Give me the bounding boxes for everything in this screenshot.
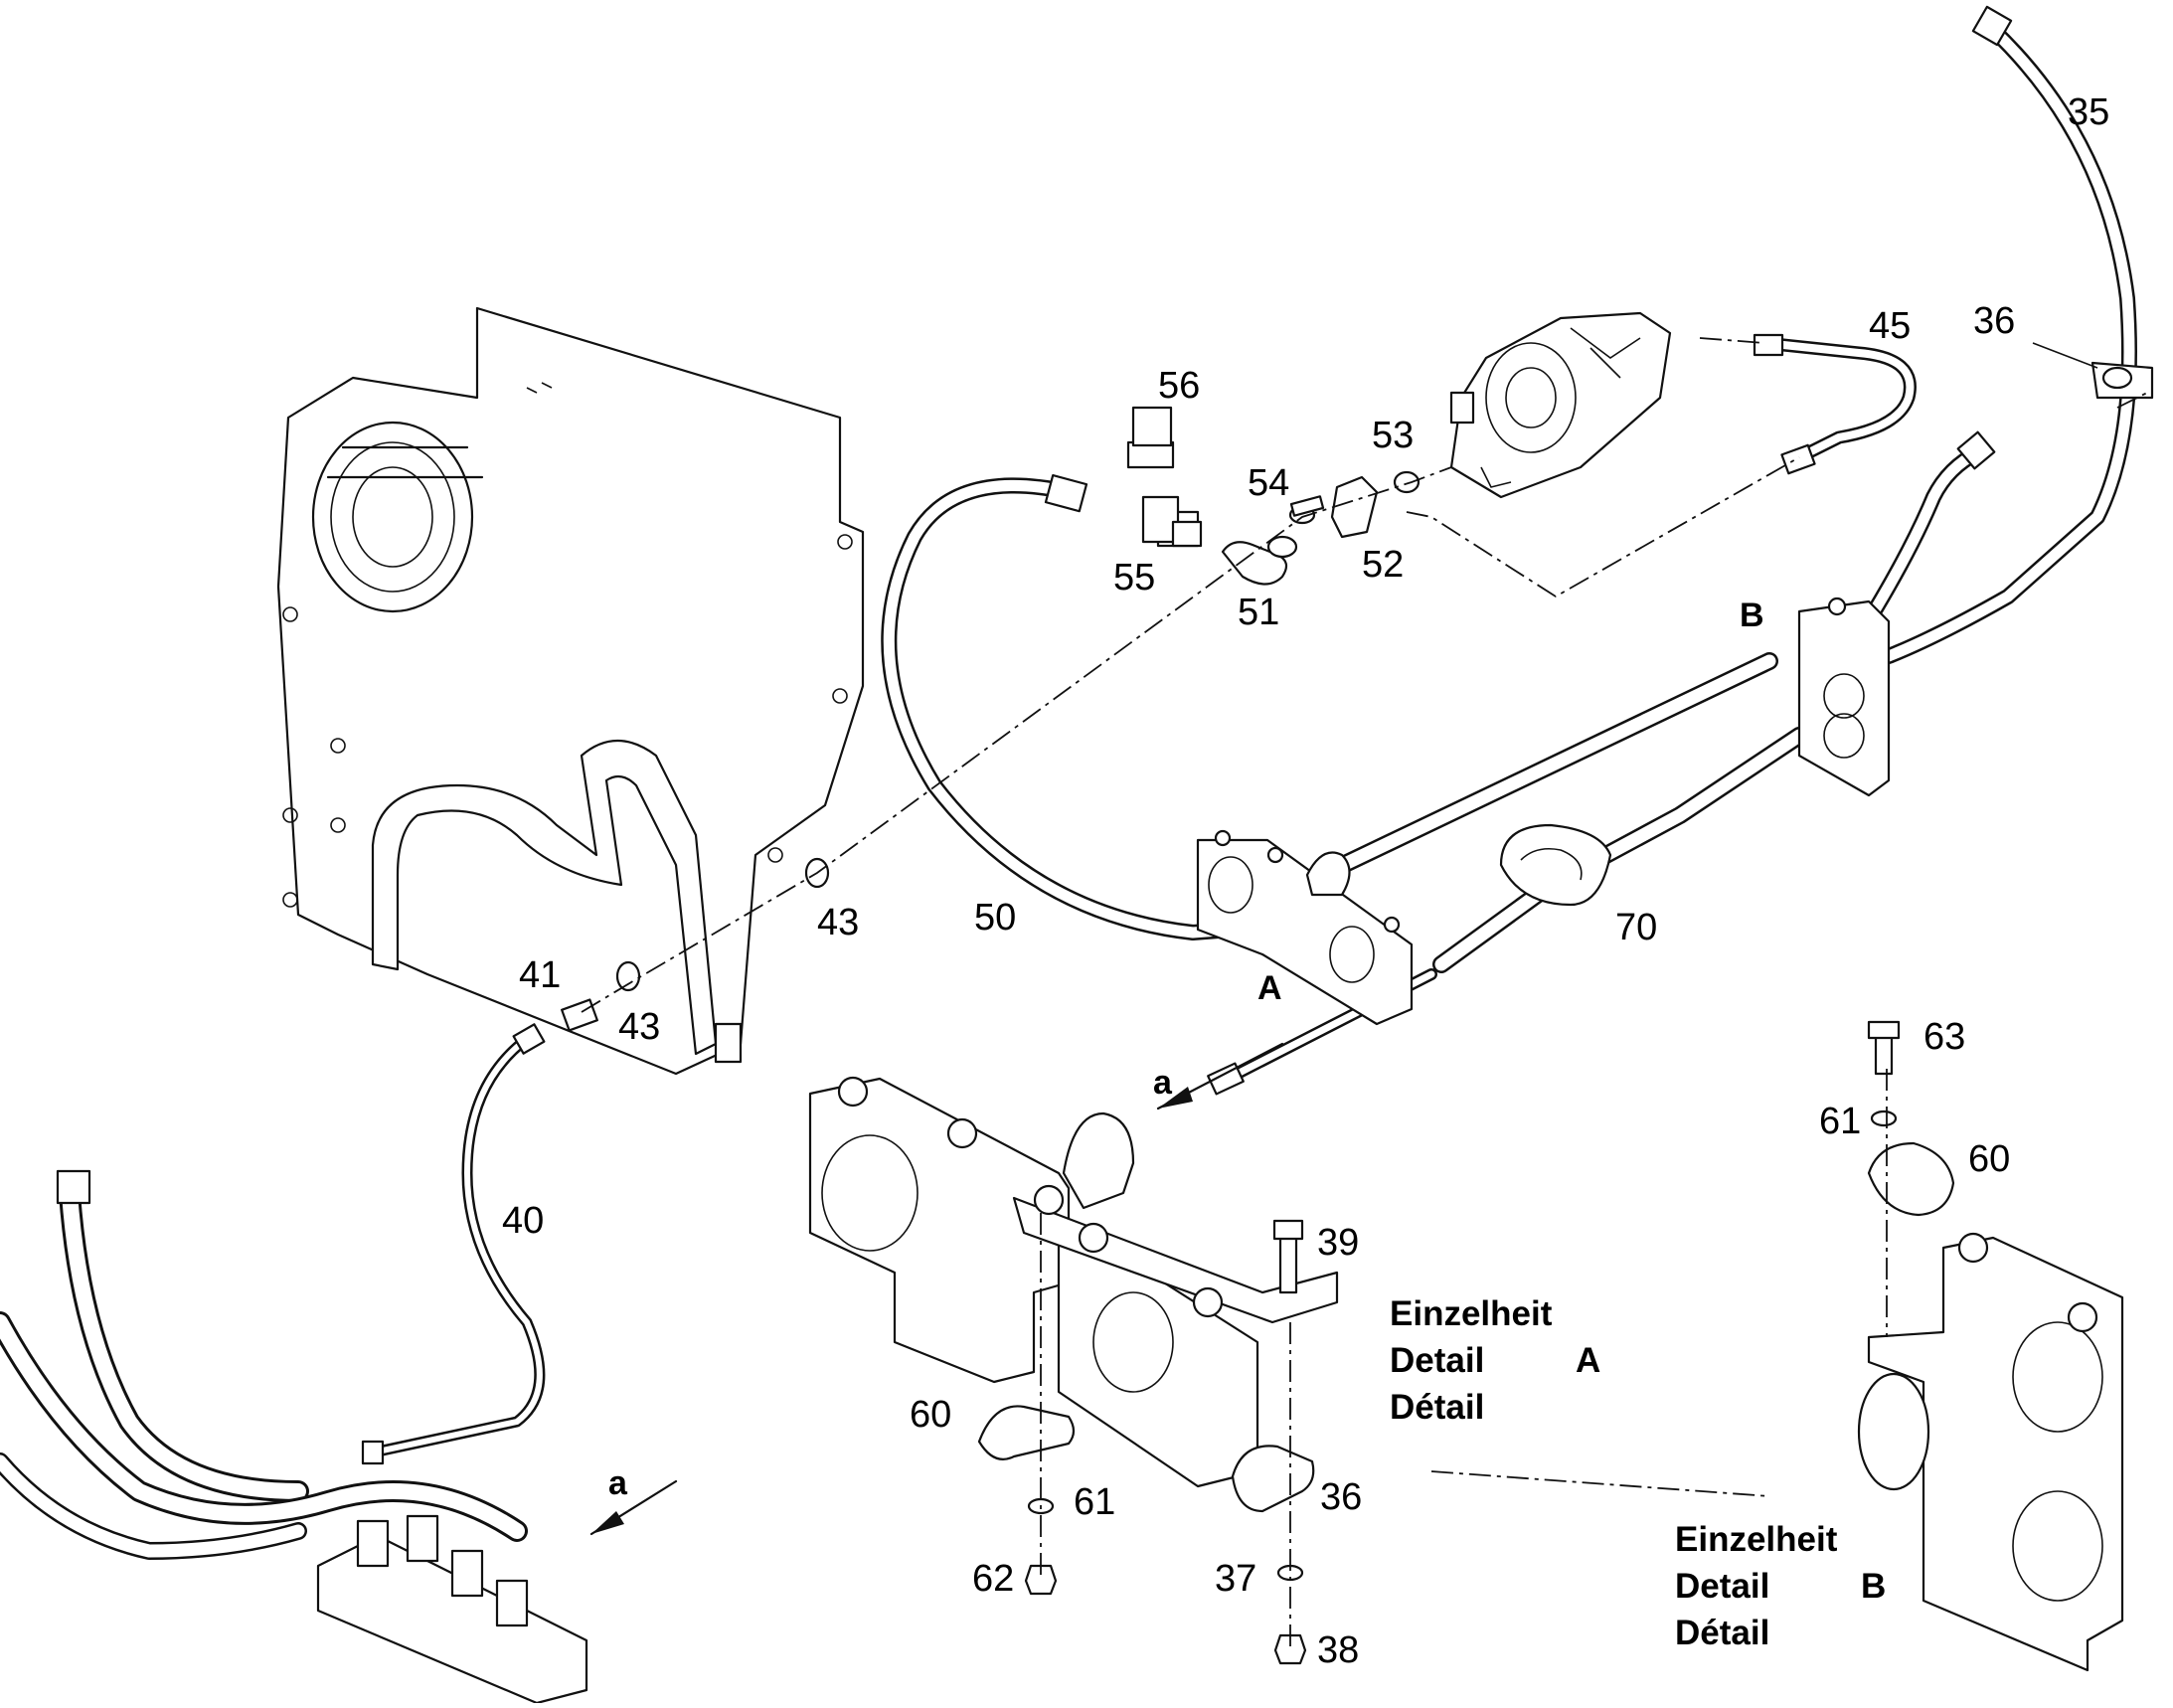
view-letter-a-top: a [1153, 1064, 1173, 1102]
detail-A-line2: Detail [1390, 1341, 1484, 1380]
detail-B-line3: Détail [1675, 1614, 1769, 1652]
clamp-block-A [1196, 829, 1414, 1026]
hose-50 [881, 473, 1305, 940]
label-37: 37 [1215, 1558, 1256, 1600]
centerlines [581, 337, 2148, 1650]
label-35: 35 [2068, 91, 2109, 133]
hose-upper-right [1851, 430, 1996, 644]
label-54: 54 [1248, 462, 1289, 504]
label-41: 41 [519, 954, 561, 996]
label-61-a: 61 [1074, 1481, 1115, 1523]
detail-B-letter: B [1861, 1567, 1886, 1606]
detail-B-caption: Einzelheit Detail B Détail [1675, 1520, 1886, 1652]
label-45: 45 [1869, 305, 1911, 347]
tee-fitting-55 [1126, 406, 1203, 548]
detail-A-caption: Einzelheit Detail A Détail [1390, 1294, 1600, 1427]
hose-40 [361, 1023, 546, 1465]
band-clamp-70 [1499, 823, 1612, 907]
label-38: 38 [1317, 1629, 1359, 1671]
label-40: 40 [502, 1200, 544, 1242]
label-36-a: 36 [1320, 1476, 1362, 1518]
label-36-top: 36 [1973, 300, 2015, 342]
view-arrow-a-bottom [589, 1479, 678, 1536]
leader-36-top [2032, 342, 2098, 369]
label-43-a: 43 [817, 902, 859, 943]
lower-left-assembly [0, 1169, 588, 1705]
label-39: 39 [1317, 1222, 1359, 1264]
label-56: 56 [1158, 365, 1200, 407]
hose-45 [1753, 333, 1917, 475]
detail-A-line3: Détail [1390, 1388, 1484, 1427]
long-tubes [1207, 652, 1808, 1096]
detail-A-letter: A [1576, 1341, 1600, 1380]
label-53: 53 [1372, 415, 1414, 456]
detail-A-drawing [808, 1076, 1339, 1488]
flange-clamp-52 [1289, 470, 1421, 539]
label-60-b: 60 [1968, 1138, 2010, 1180]
label-62: 62 [972, 1558, 1014, 1600]
label-60-a: 60 [910, 1394, 951, 1436]
label-63: 63 [1923, 1016, 1965, 1058]
detail-A-line1: Einzelheit [1390, 1294, 1553, 1333]
detail-B-line2: Detail [1675, 1567, 1769, 1606]
view-letter-a-bottom: a [608, 1464, 628, 1502]
detail-A-parts [977, 1219, 1315, 1665]
view-letter-B: B [1740, 597, 1764, 634]
hydraulic-pump [1449, 311, 1672, 499]
clamp-36-top [2090, 361, 2154, 400]
housing-panel [276, 306, 865, 1076]
label-70: 70 [1615, 907, 1657, 948]
label-43-b: 43 [618, 1006, 660, 1048]
detail-B-line1: Einzelheit [1675, 1520, 1838, 1559]
view-letter-A: A [1257, 969, 1282, 1007]
view-arrow-a-top [1156, 1042, 1284, 1110]
clamp-block-B [1797, 597, 1891, 797]
label-50: 50 [974, 897, 1016, 939]
label-51: 51 [1238, 592, 1279, 633]
label-61-b: 61 [1819, 1101, 1861, 1142]
part-labels: 35 36 45 56 53 54 55 52 51 43 43 41 50 7… [502, 91, 2109, 1671]
label-55: 55 [1113, 557, 1155, 598]
label-52: 52 [1362, 544, 1404, 586]
detail-B-drawing [1857, 1020, 2124, 1672]
